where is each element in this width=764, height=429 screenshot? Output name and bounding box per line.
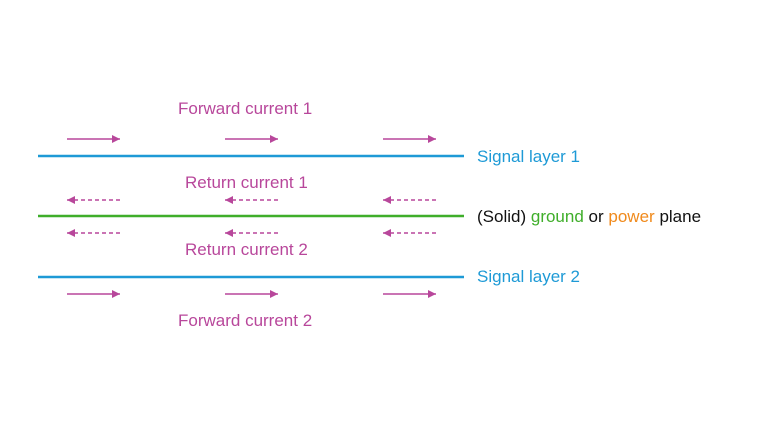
plane-label-or: or xyxy=(588,207,604,226)
forward-current-2-label: Forward current 2 xyxy=(178,311,313,330)
plane-label-plane: plane xyxy=(659,207,702,226)
forward-current-1-label: Forward current 1 xyxy=(178,99,313,118)
plane-label: (Solid) ground or power plane xyxy=(477,207,701,227)
signal-layer-2-label: Signal layer 2 xyxy=(477,267,581,286)
return-current-2-label: Return current 2 xyxy=(185,240,308,259)
plane-label-ground: ground xyxy=(530,207,584,226)
return-current-1-label: Return current 1 xyxy=(185,173,308,192)
plane-label-solid: (Solid) xyxy=(477,207,527,226)
plane-label-power: power xyxy=(608,207,655,226)
signal-layer-1-label: Signal layer 1 xyxy=(477,147,581,166)
